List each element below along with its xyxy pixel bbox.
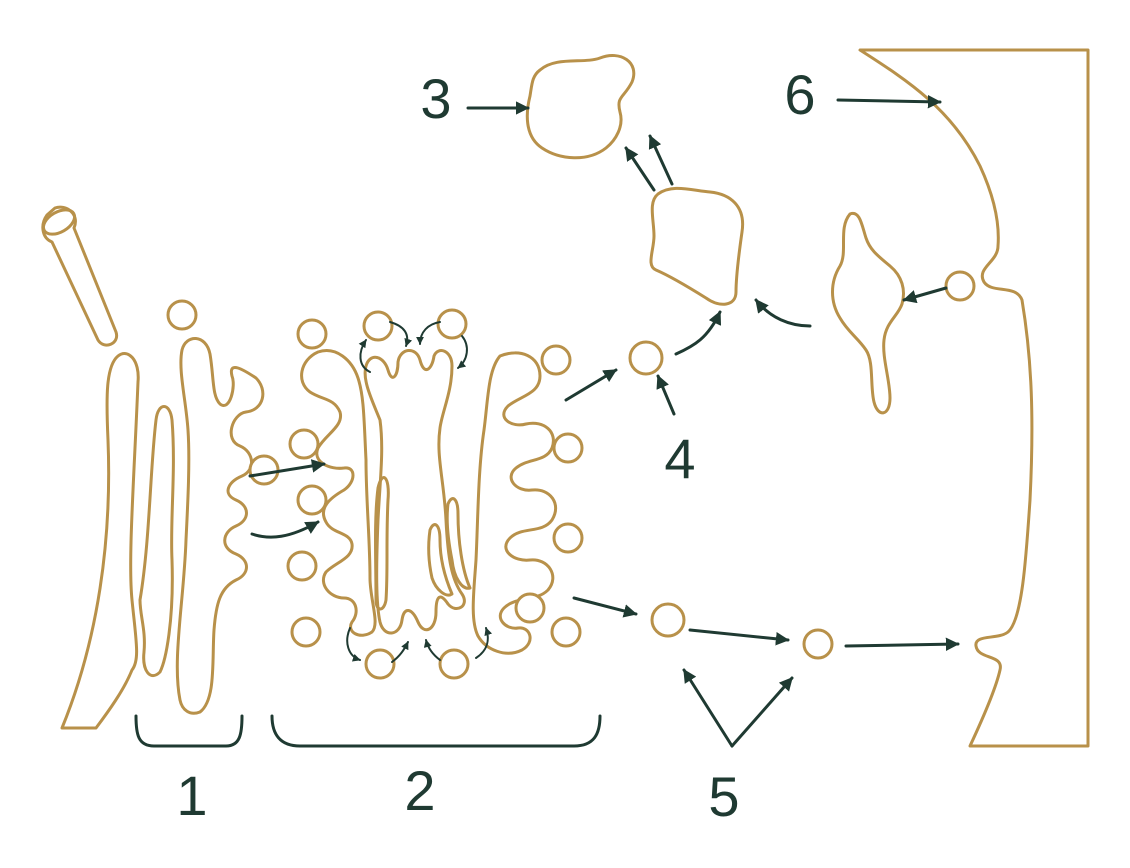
label-2: 2 — [404, 759, 435, 822]
arrow-5-left — [682, 668, 734, 748]
plasma-membrane — [858, 48, 1090, 748]
golgi-vesicle — [552, 522, 584, 554]
small-arrow — [423, 639, 441, 661]
secretory-vesicle — [802, 628, 834, 660]
golgi-vesicle — [550, 616, 582, 648]
golgi-vesicle — [436, 308, 468, 340]
arrow-golgi-to-vesicle — [564, 368, 618, 402]
golgi-right-cisterna — [471, 351, 558, 655]
pathway-arrows — [248, 95, 960, 748]
secretory-vesicle — [650, 602, 686, 638]
bracket-1 — [134, 714, 244, 748]
golgi-vesicle — [362, 310, 394, 342]
golgi-apparatus — [248, 308, 584, 680]
small-arrow — [346, 627, 361, 662]
label-6: 6 — [784, 63, 815, 126]
golgi-vesicle — [552, 432, 584, 464]
plasma-membrane-outline — [858, 48, 1090, 748]
arrow-6 — [836, 95, 942, 109]
golgi-vesicle — [290, 616, 322, 648]
arrow-to-golgi-2 — [250, 520, 320, 539]
lysosome — [525, 54, 636, 160]
er-vesicle — [166, 299, 198, 331]
er-outer-cisterna — [60, 352, 140, 730]
small-arrow — [457, 335, 468, 369]
arrow-4 — [656, 374, 676, 416]
golgi-thin-cisterna-mid — [445, 497, 472, 590]
golgi-thin-cisterna-right — [427, 523, 454, 597]
golgi-vesicle — [364, 648, 396, 680]
bracket-2 — [270, 714, 602, 748]
arrow-golgi-to-secretory — [572, 596, 638, 618]
endoplasmic-reticulum — [41, 205, 265, 730]
small-arrow — [475, 627, 493, 659]
er-middle-cisterna — [138, 405, 175, 678]
transport-vesicle — [628, 340, 664, 376]
golgi-vesicle — [296, 318, 328, 350]
er-inner-cisterna — [175, 337, 265, 715]
golgi-vesicle — [514, 592, 546, 624]
golgi-vesicle — [248, 454, 280, 486]
small-arrow — [391, 641, 409, 663]
er-tube-opening — [41, 208, 77, 236]
label-3: 3 — [420, 67, 451, 130]
arrow-5-right — [730, 676, 794, 748]
lysosome-pathway — [525, 54, 905, 415]
arrow-endocytic — [902, 286, 948, 304]
golgi-vesicle — [286, 550, 318, 582]
arrow-secretory-1 — [688, 628, 790, 646]
early-endosome — [831, 211, 905, 415]
small-arrow — [358, 339, 371, 373]
endosome — [649, 186, 745, 306]
arrow-to-lysosome-2 — [648, 134, 674, 186]
golgi-vesicle — [296, 484, 328, 516]
label-1: 1 — [176, 764, 207, 827]
arrow-to-golgi-1 — [248, 459, 326, 478]
small-arrow — [416, 321, 441, 345]
endocytic-vesicle — [944, 270, 976, 302]
golgi-vesicle — [288, 428, 320, 460]
golgi-thin-cisterna-left — [374, 476, 390, 611]
er-tube — [41, 205, 119, 347]
golgi-vesicle — [438, 648, 470, 680]
arrow-to-lysosome-1 — [624, 146, 656, 192]
golgi-vesicle — [540, 344, 572, 376]
golgi-left-cisterna — [300, 349, 377, 637]
arrow-secretory-2 — [844, 637, 960, 651]
arrow-vesicle-to-endosome — [674, 310, 722, 356]
label-5: 5 — [708, 765, 739, 828]
label-4: 4 — [664, 427, 695, 490]
arrow-endosome-back — [754, 298, 812, 328]
small-arrow — [389, 321, 413, 347]
